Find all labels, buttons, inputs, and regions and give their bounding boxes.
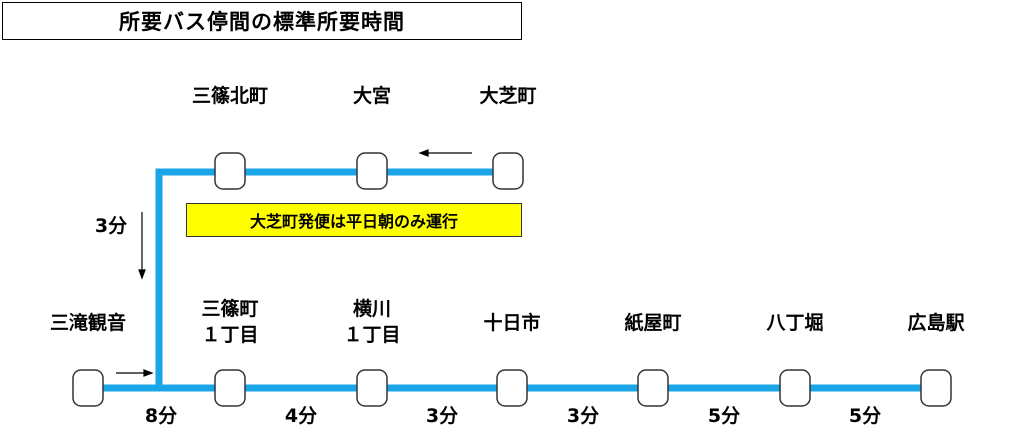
upper-route-line	[155, 168, 508, 388]
stop-name-yokogawa-1chome-line2: １丁目	[343, 323, 401, 346]
stop-marker-kamiyacho	[637, 369, 669, 407]
stop-marker-sanjo-kitamachi	[214, 152, 246, 190]
stop-name-tokaichi: 十日市	[483, 312, 541, 334]
stop-name-omiya: 大宮	[352, 85, 391, 107]
time-segment-1: 8分	[144, 405, 178, 427]
time-segment-4: 3分	[566, 405, 600, 427]
stop-marker-sanjo-1chome	[214, 369, 246, 407]
stop-name-hatchobori: 八丁堀	[766, 312, 824, 334]
stop-name-oshibacho: 大芝町	[479, 85, 537, 107]
stop-name-hiroshima-station: 広島駅	[907, 312, 965, 334]
stop-marker-omiya	[356, 152, 388, 190]
time-segment-6: 5分	[848, 405, 882, 427]
stop-name-sanjo-1chome: 三篠町 １丁目	[190, 297, 270, 348]
time-segment-3: 3分	[425, 405, 459, 427]
stop-name-yokogawa-1chome-line1: 横川	[352, 298, 391, 320]
time-segment-5: 5分	[707, 405, 741, 427]
time-segment-2: 4分	[284, 405, 318, 427]
stop-marker-oshibacho	[492, 152, 524, 190]
stop-marker-yokogawa-1chome	[356, 369, 388, 407]
stop-name-kamiyacho: 紙屋町	[624, 312, 682, 334]
stop-name-sanjo-kitamachi: 三篠北町	[191, 85, 268, 107]
stop-name-mitaki-kannon: 三滝観音	[49, 312, 126, 334]
stop-marker-mitaki-kannon	[72, 369, 104, 407]
arrow-left-icon	[418, 149, 472, 157]
arrow-right-icon	[116, 369, 154, 377]
stop-marker-tokaichi	[496, 369, 528, 407]
stop-name-yokogawa-1chome: 横川 １丁目	[332, 297, 412, 348]
stop-name-sanjo-1chome-line1: 三篠町	[201, 298, 259, 320]
stop-name-sanjo-1chome-line2: １丁目	[201, 323, 259, 346]
time-upper-to-junction: 3分	[94, 215, 128, 237]
stop-marker-hiroshima-station	[920, 369, 952, 407]
arrow-down-icon	[138, 212, 146, 280]
weekday-morning-note: 大芝町発便は平日朝のみ運行	[186, 203, 522, 237]
diagram-title: 所要バス停間の標準所要時間	[2, 2, 522, 40]
stop-marker-hatchobori	[779, 369, 811, 407]
